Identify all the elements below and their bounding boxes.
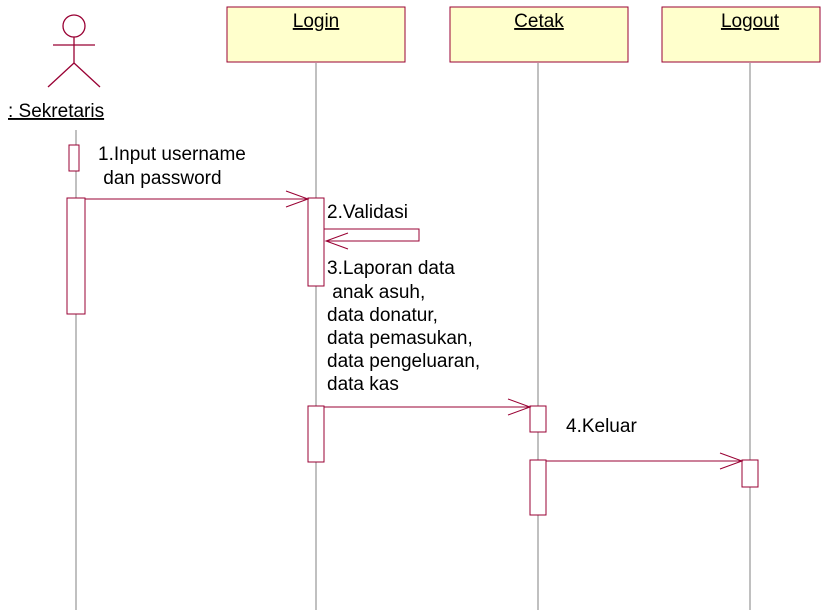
activation-bar-login-2	[307, 405, 325, 463]
message-3-label-line-5: data pengeluaran,	[327, 351, 480, 372]
message-3: 3.Laporan data anak asuh, data donatur, …	[324, 258, 532, 416]
actor-sekretaris: : Sekretaris	[8, 14, 104, 122]
message-4-arrowhead	[719, 452, 744, 470]
activation-bars	[66, 144, 759, 516]
actor-label: : Sekretaris	[8, 101, 104, 122]
message-2-self: 2.Validasi	[324, 202, 420, 250]
activation-bar-login-1	[307, 197, 325, 287]
activation-bar-cetak-1	[529, 405, 547, 433]
message-2-arrowhead	[324, 232, 349, 250]
object-box-login	[226, 6, 406, 63]
message-3-label-line-4: data pemasukan,	[327, 328, 473, 349]
activation-bar-sekretaris-1	[68, 144, 80, 172]
activation-bar-sekretaris-2	[66, 197, 86, 315]
message-3-label: 3.Laporan data anak asuh, data donatur, …	[327, 258, 485, 395]
message-4-label: 4.Keluar	[566, 416, 637, 437]
object-label-logout: Logout	[721, 11, 780, 32]
message-1-label: 1.Input username dan password	[98, 144, 251, 189]
stick-figure-actor-icon	[47, 14, 101, 88]
lifelines	[75, 63, 751, 610]
message-3-arrowhead	[507, 398, 532, 416]
message-1-label-line-2: dan password	[98, 168, 222, 189]
message-3-label-line-1: 3.Laporan data	[327, 258, 455, 279]
message-1-arrowhead	[285, 190, 310, 208]
object-box-logout	[661, 6, 821, 63]
activation-bar-logout-1	[741, 459, 759, 488]
message-3-label-line-2: anak asuh,	[327, 282, 425, 303]
message-3-label-line-6: data kas	[327, 374, 399, 395]
message-3-label-line-3: data donatur,	[327, 305, 438, 326]
message-2-label: 2.Validasi	[327, 202, 408, 223]
message-4: 4.Keluar	[546, 416, 744, 470]
message-1: 1.Input username dan password	[85, 144, 310, 208]
message-1-label-line-1: 1.Input username	[98, 144, 246, 165]
message-2-self-loop	[324, 228, 420, 242]
activation-bar-cetak-2	[529, 459, 547, 516]
object-box-cetak	[449, 6, 629, 63]
object-label-cetak: Cetak	[514, 11, 564, 32]
object-logout: Logout	[661, 6, 821, 63]
object-login: Login	[226, 6, 406, 63]
object-label-login: Login	[293, 11, 340, 32]
object-cetak: Cetak	[449, 6, 629, 63]
